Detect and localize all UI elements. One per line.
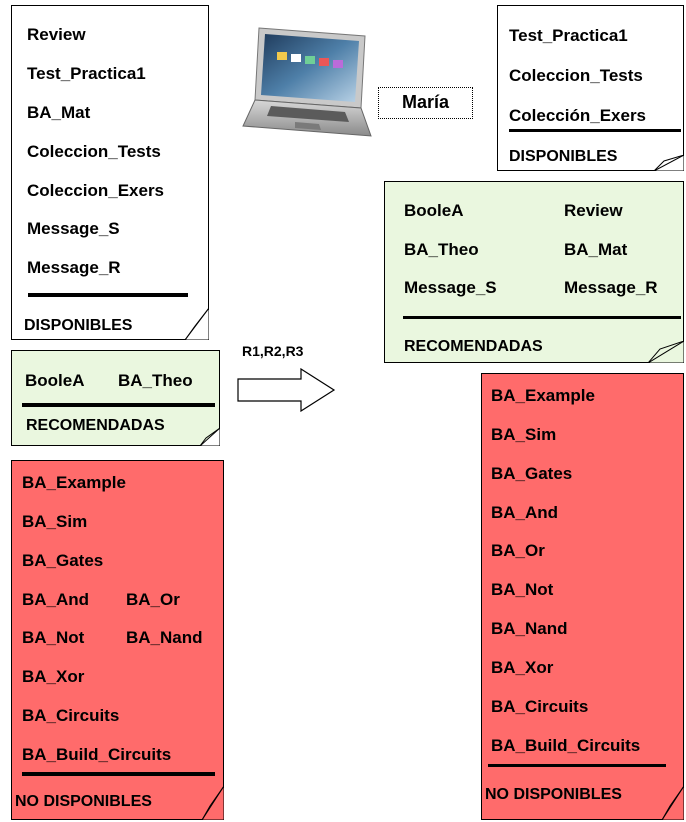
list-item: BA_Not bbox=[491, 580, 554, 599]
note-title: NO DISPONIBLES bbox=[485, 786, 622, 803]
divider bbox=[509, 129, 681, 132]
available-note-left: Review Test_Practica1 BA_Mat Coleccion_T… bbox=[11, 5, 209, 340]
divider bbox=[22, 403, 215, 407]
list-item: Test_Practica1 bbox=[509, 26, 628, 45]
unavailable-note-right: BA_Example BA_Sim BA_Gates BA_And BA_Or … bbox=[481, 373, 684, 820]
list-item: BA_Xor bbox=[22, 667, 85, 686]
list-item: BA_Circuits bbox=[22, 706, 120, 725]
recommended-note-right: BooleA Review BA_Theo BA_Mat Message_S M… bbox=[384, 181, 684, 363]
list-item: BA_Nand bbox=[491, 619, 568, 638]
list-item: BA_Mat bbox=[27, 103, 91, 122]
note-title: DISPONIBLES bbox=[24, 317, 133, 334]
list-item: BA_Gates bbox=[491, 464, 573, 483]
page-fold-icon bbox=[654, 155, 684, 171]
list-item: Coleccion_Tests bbox=[509, 66, 643, 85]
list-item: Coleccion_Tests bbox=[27, 142, 161, 161]
list-item: Review bbox=[27, 25, 86, 44]
note-title: NO DISPONIBLES bbox=[15, 793, 152, 810]
laptop-icon bbox=[242, 27, 372, 137]
note-title: DISPONIBLES bbox=[509, 148, 618, 165]
divider bbox=[488, 764, 666, 767]
user-name-label: María bbox=[378, 87, 473, 119]
list-item: BA_Sim bbox=[491, 425, 557, 444]
list-item: BA_And bbox=[491, 503, 559, 522]
page-fold-icon bbox=[662, 786, 684, 820]
rules-label: R1,R2,R3 bbox=[242, 343, 304, 359]
divider bbox=[403, 316, 681, 319]
list-item: BA_And bbox=[22, 590, 90, 609]
list-item: Review bbox=[564, 201, 623, 220]
list-item: Colección_Exers bbox=[509, 106, 647, 125]
list-item: BA_Nand bbox=[126, 628, 203, 647]
list-item: BA_Build_Circuits bbox=[22, 745, 172, 764]
note-title: RECOMENDADAS bbox=[404, 338, 543, 355]
list-item: BA_Example bbox=[22, 473, 126, 492]
page-fold-icon bbox=[648, 341, 684, 363]
list-item: BA_Theo bbox=[118, 371, 193, 390]
list-item: Message_R bbox=[564, 278, 658, 297]
divider bbox=[28, 293, 188, 297]
unavailable-note-left: BA_Example BA_Sim BA_Gates BA_And BA_Or … bbox=[11, 460, 224, 820]
right-arrow-icon bbox=[237, 368, 336, 412]
list-item: BA_Gates bbox=[22, 551, 104, 570]
list-item: BA_Mat bbox=[564, 240, 628, 259]
list-item: BooleA bbox=[25, 371, 85, 390]
list-item: BA_Example bbox=[491, 386, 595, 405]
list-item: Message_S bbox=[27, 219, 120, 238]
page-fold-icon bbox=[200, 428, 220, 446]
list-item: BA_Or bbox=[126, 590, 180, 609]
note-title: RECOMENDADAS bbox=[26, 417, 165, 434]
list-item: Test_Practica1 bbox=[27, 64, 146, 83]
list-item: BA_Or bbox=[491, 541, 545, 560]
list-item: BA_Sim bbox=[22, 512, 88, 531]
list-item: BA_Circuits bbox=[491, 697, 589, 716]
list-item: BA_Xor bbox=[491, 658, 554, 677]
divider bbox=[22, 772, 215, 776]
list-item: Message_S bbox=[404, 278, 497, 297]
list-item: BA_Not bbox=[22, 628, 85, 647]
page-fold-icon bbox=[202, 786, 224, 820]
list-item: BooleA bbox=[404, 201, 464, 220]
list-item: Coleccion_Exers bbox=[27, 181, 165, 200]
list-item: Message_R bbox=[27, 258, 121, 277]
list-item: BA_Build_Circuits bbox=[491, 736, 641, 755]
recommended-note-left: BooleA BA_Theo RECOMENDADAS bbox=[11, 350, 220, 446]
page-fold-icon bbox=[185, 308, 209, 340]
list-item: BA_Theo bbox=[404, 240, 479, 259]
available-note-right: Test_Practica1 Coleccion_Tests Colección… bbox=[497, 5, 684, 171]
